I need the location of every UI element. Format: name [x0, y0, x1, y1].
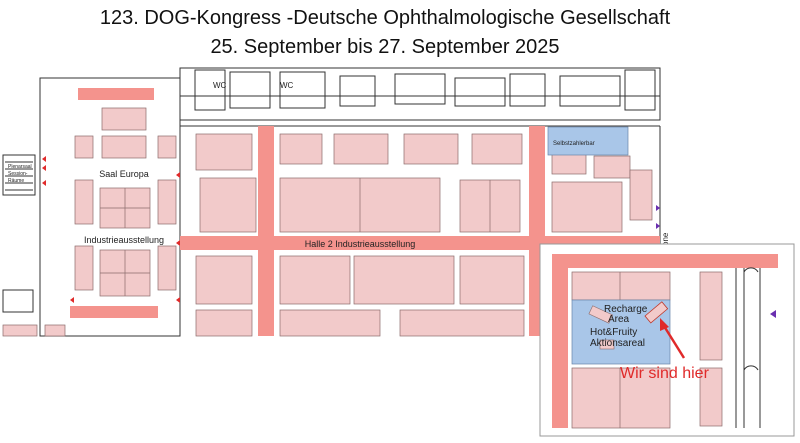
- marker-triangle-2: [656, 223, 660, 229]
- raeume-label: Räume: [8, 178, 24, 184]
- you-are-here-callout: Wir sind hier: [620, 365, 710, 382]
- industrieausstellung-label: Industrieausstellung: [84, 235, 164, 245]
- wc-label-2: WC: [280, 81, 294, 90]
- selbstzahlerbar-label: Selbstzahlerbar: [553, 141, 595, 147]
- building-outline: [2, 67, 661, 337]
- inset-hotfruity-label: Hot&Fruity: [590, 327, 637, 338]
- inset-recharge-label: Recharge: [604, 304, 648, 315]
- callout-arrow-icon: [662, 325, 686, 359]
- selbstzahlerbar-area: [547, 126, 629, 156]
- inset-area-label: Area: [608, 314, 630, 325]
- saal-europa-label: Saal Europa: [99, 169, 149, 179]
- booths-saal-europa: [2, 107, 177, 337]
- callout-arrowhead-icon: [660, 318, 669, 331]
- zone-label: zone: [661, 232, 670, 250]
- page-title: 123. DOG-Kongress -Deutsche Ophthalmolog…: [99, 7, 671, 29]
- session-label: Session-: [8, 171, 28, 177]
- entrance-markers: [42, 156, 180, 303]
- marker-triangle-1: [656, 205, 660, 211]
- plenarsaal-label: Plenarsaal: [8, 164, 32, 170]
- inset-zoom: [539, 243, 795, 437]
- halle2-label: Halle 2 Industrieausstellung: [305, 239, 416, 249]
- inset-aktionsareal-label: Aktionsareal: [590, 338, 645, 349]
- wc-label-1: WC: [213, 81, 227, 90]
- page-dates: 25. September bis 27. September 2025: [210, 36, 560, 58]
